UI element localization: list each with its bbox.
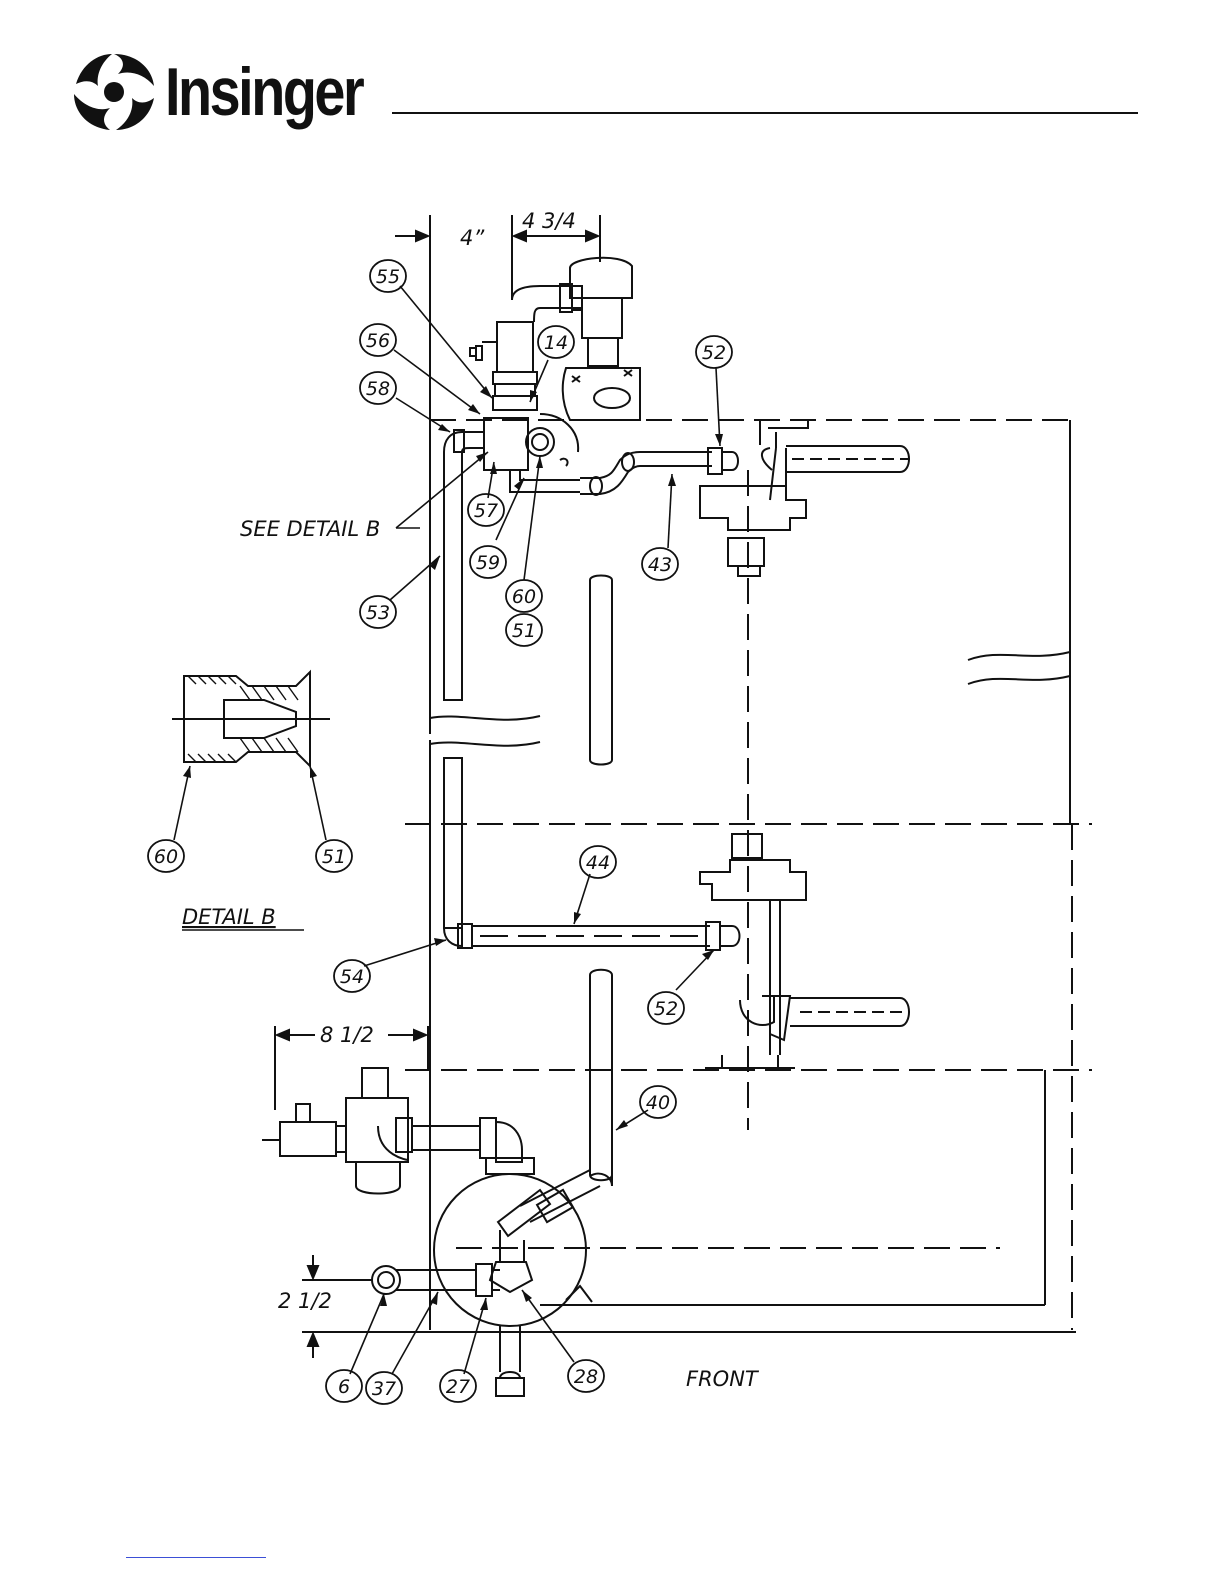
callout-51: 51 <box>512 620 536 642</box>
detail-b-drawing <box>172 672 330 766</box>
dimension-4-inch: 4” <box>460 226 485 250</box>
callout-44: 44 <box>586 852 610 874</box>
callout-60: 60 <box>512 586 536 608</box>
callout-52-upper: 52 <box>702 342 726 364</box>
see-detail-b-label: SEE DETAIL B <box>240 517 380 541</box>
dimension-8-1-2: 8 1/2 <box>320 1023 374 1047</box>
callout-57: 57 <box>474 500 498 522</box>
cabinet-outline <box>405 420 1092 1330</box>
callout-40: 40 <box>646 1092 670 1114</box>
leader-lines <box>174 286 720 1374</box>
callout-54: 54 <box>340 966 364 988</box>
callout-circles <box>148 260 732 1404</box>
callout-56: 56 <box>366 330 390 352</box>
callout-37: 37 <box>372 1378 396 1400</box>
dimension-4-3-4: 4 3/4 <box>522 209 576 233</box>
callout-28: 28 <box>574 1366 598 1388</box>
callout-58: 58 <box>366 378 390 400</box>
callout-27: 27 <box>446 1376 470 1398</box>
callout-labels: 55 56 58 14 52 57 59 43 53 60 51 60 51 4… <box>154 266 726 1400</box>
footer-rule <box>126 1557 266 1558</box>
detail-b-title: DETAIL B <box>182 905 276 929</box>
callout-52-lower: 52 <box>654 998 678 1020</box>
callout-51-detail: 51 <box>322 846 346 868</box>
callout-43: 43 <box>648 554 672 576</box>
callout-55: 55 <box>376 266 400 288</box>
dimension-2-1-2: 2 1/2 <box>278 1289 332 1313</box>
front-label: FRONT <box>686 1367 760 1391</box>
drawing-labels: 4” 4 3/4 8 1/2 2 1/2 SEE DETAIL B DETAIL… <box>182 209 760 1391</box>
callout-6: 6 <box>338 1376 350 1398</box>
callout-14: 14 <box>544 332 568 354</box>
callout-60-detail: 60 <box>154 846 178 868</box>
callout-53: 53 <box>366 602 390 624</box>
callout-59: 59 <box>476 552 500 574</box>
